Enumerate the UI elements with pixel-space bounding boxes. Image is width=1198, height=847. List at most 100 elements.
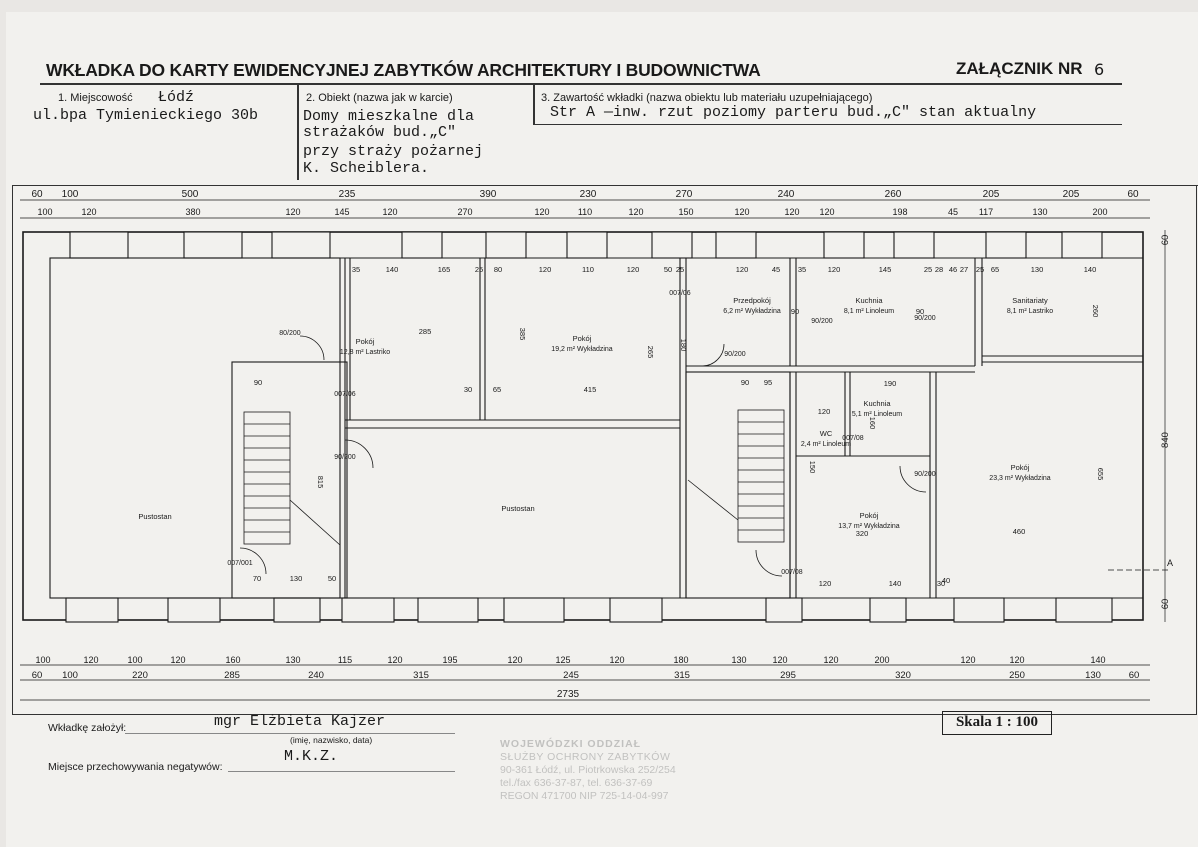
- author-value: mgr Elżbieta Kajzer: [214, 713, 386, 730]
- interior-dim: 95: [764, 378, 772, 387]
- dim-top-row2: 145: [334, 207, 349, 217]
- dim-bottom-row1: 180: [673, 655, 688, 665]
- author-line: [125, 733, 455, 734]
- stamp-line-1: WOJEWÓDZKI ODDZIAŁ: [500, 738, 642, 750]
- negatives-value: M.K.Z.: [284, 748, 339, 765]
- interior-dim: 90: [916, 307, 924, 316]
- interior-dim: 25: [976, 265, 984, 274]
- dim-top-row1: 390: [480, 189, 497, 200]
- author-sub: (imię, nazwisko, data): [290, 735, 373, 745]
- dim-bottom-row2: 320: [895, 670, 911, 681]
- dim-top-row1: 100: [62, 189, 79, 200]
- content-value: Str A —inw. rzut poziomy parteru bud.„C"…: [550, 104, 1037, 121]
- interior-dim: 35: [352, 265, 360, 274]
- field-divider-1: [297, 84, 299, 180]
- dim-right: 60: [1160, 599, 1171, 610]
- object-line-3: przy straży pożarnej: [303, 143, 484, 160]
- interior-dim: 45: [772, 265, 780, 274]
- interior-dim: 25: [676, 265, 684, 274]
- dim-bottom-row1: 120: [170, 655, 185, 665]
- interior-dim: 130: [290, 574, 303, 583]
- interior-dim: 460: [1013, 527, 1026, 536]
- dim-top-row1: 230: [580, 189, 597, 200]
- frame-right: [1196, 185, 1197, 715]
- dim-top-row1: 205: [983, 189, 1000, 200]
- room-detail: 8,1 m² Lastriko: [1007, 308, 1053, 315]
- door-label: 90/200: [334, 454, 356, 461]
- interior-dim: 815: [316, 476, 325, 489]
- room-name: Pustostan: [501, 504, 534, 513]
- dim-bottom-row2: 250: [1009, 670, 1025, 681]
- location-street: ul.bpa Tymienieckiego 30b: [33, 107, 259, 124]
- interior-dim: 70: [253, 574, 261, 583]
- dim-top-row2: 200: [1092, 207, 1107, 217]
- interior-dim: 190: [884, 379, 897, 388]
- dim-top-row2: 120: [285, 207, 300, 217]
- negatives-label: Miejsce przechowywania negatywów:: [48, 761, 223, 773]
- room-name: Kuchnia: [855, 296, 883, 305]
- dim-top-row1: 270: [676, 189, 693, 200]
- door-label: 90/200: [811, 318, 833, 325]
- room-detail: 13,7 m² Wykładzina: [838, 523, 900, 530]
- interior-dim: 110: [582, 265, 594, 274]
- dim-top-row2: 117: [979, 207, 993, 217]
- dim-bottom-row2: 285: [224, 670, 240, 681]
- dim-top-row2: 120: [734, 207, 749, 217]
- interior-dim: 120: [818, 407, 831, 416]
- frame-bottom: [12, 714, 1197, 715]
- field-divider-2: [533, 84, 535, 124]
- interior-dim: 150: [808, 461, 817, 474]
- dim-bottom-row1: 120: [83, 655, 98, 665]
- dim-bottom-row1: 130: [285, 655, 300, 665]
- room-name: Pokój: [1011, 463, 1030, 472]
- interior-dim: 265: [646, 346, 655, 359]
- door-label: 90/200: [914, 315, 936, 322]
- door-label: 007/08: [781, 569, 803, 576]
- stamp-line-2: SŁUŻBY OCHRONY ZABYTKÓW: [500, 751, 671, 763]
- interior-dim: 385: [518, 328, 527, 341]
- dim-total: 2735: [557, 689, 580, 700]
- dim-right: 60: [1160, 235, 1171, 246]
- dim-bottom-row2: 245: [563, 670, 579, 681]
- dim-top-row1: 240: [778, 189, 795, 200]
- dim-bottom-row1: 120: [387, 655, 402, 665]
- door-label: 90/200: [914, 471, 936, 478]
- object-line-4: K. Scheiblera.: [303, 160, 430, 177]
- interior-dim: 260: [1091, 305, 1100, 318]
- door-label: 007/001: [227, 560, 252, 567]
- stamp-line-3: 90-361 Łódź, ul. Piotrkowska 252/254: [500, 764, 676, 776]
- dim-bottom-row1: 100: [127, 655, 142, 665]
- interior-dim: 120: [627, 265, 640, 274]
- room-detail: 19,2 m² Wykładzina: [551, 346, 613, 353]
- dim-top-row2: 120: [382, 207, 397, 217]
- object-line-2: strażaków bud.„C": [303, 124, 457, 141]
- interior-dim: 120: [736, 265, 749, 274]
- interior-dim: 120: [828, 265, 841, 274]
- frame-left: [12, 185, 13, 715]
- interior-dim: 65: [493, 385, 501, 394]
- room-detail: 5,1 m² Linoleum: [852, 411, 902, 418]
- scale-box: Skala 1 : 100: [942, 711, 1052, 735]
- interior-dim: 160: [868, 417, 877, 430]
- interior-dim: 165: [438, 265, 451, 274]
- author-label: Wkładkę założył:: [48, 722, 127, 734]
- dim-top-row2: 270: [457, 207, 472, 217]
- dim-top-row2: 130: [1032, 207, 1047, 217]
- location-label: 1. Miejscowość: [58, 92, 133, 104]
- door-label: 007/08: [842, 435, 864, 442]
- interior-dim: 140: [889, 579, 902, 588]
- room-name: Pokój: [573, 334, 592, 343]
- header-rule: [40, 83, 1122, 85]
- dim-bottom-row1: 120: [609, 655, 624, 665]
- room-name: WC: [820, 429, 833, 438]
- dim-bottom-row2: 315: [674, 670, 690, 681]
- location-city: Łódź: [158, 89, 195, 106]
- room-name: Pokój: [356, 337, 375, 346]
- dim-bottom-row2: 60: [1129, 670, 1140, 681]
- dim-top-row2: 45: [948, 207, 958, 217]
- interior-dim: 140: [386, 265, 399, 274]
- dim-top-row1: 500: [182, 189, 199, 200]
- door-label: 80/200: [279, 330, 301, 337]
- interior-dim: 140: [1084, 265, 1097, 274]
